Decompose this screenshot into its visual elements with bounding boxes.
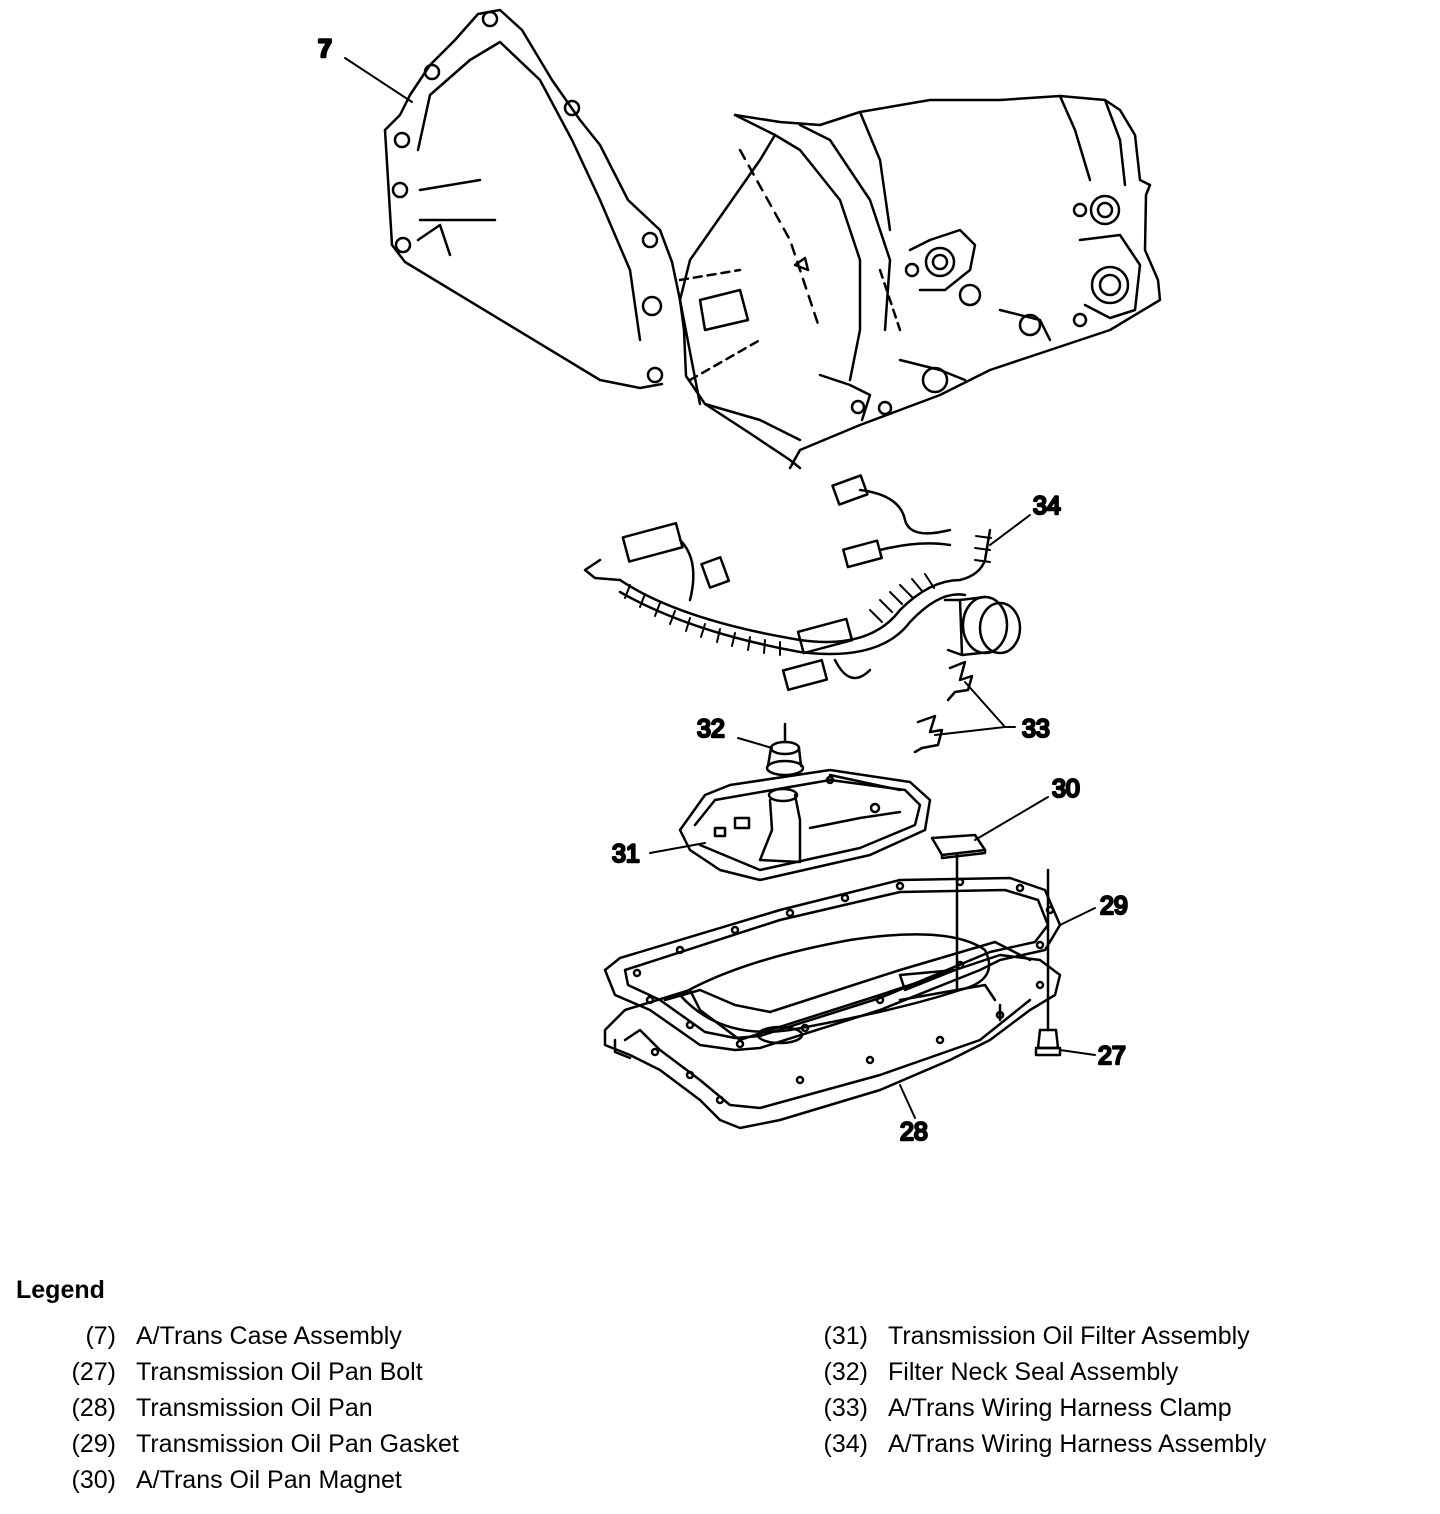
callout-28: 28 [900,1118,928,1146]
legend-item: (30) A/Trans Oil Pan Magnet [62,1466,459,1502]
legend-item-number: (33) [823,1394,868,1422]
oil-pan [603,933,1062,1130]
legend-item-label: A/Trans Case Assembly [136,1322,402,1350]
filter-neck-seal [765,722,805,777]
legend-column-right: (31) Transmission Oil Filter Assembly (32… [814,1322,1267,1466]
legend-item-label: Filter Neck Seal Assembly [888,1358,1179,1386]
legend-item-number: (27) [71,1358,116,1386]
harness-clamps [913,660,974,754]
callout-31: 31 [612,840,640,868]
legend-item-label: A/Trans Wiring Harness Assembly [888,1430,1267,1458]
legend-item: (32) Filter Neck Seal Assembly [814,1358,1266,1394]
legend-item-label: Transmission Oil Pan Bolt [136,1358,423,1386]
callout-30: 30 [1052,775,1080,803]
legend-item-number: (32) [823,1358,868,1386]
legend-title: Legend [16,1276,105,1304]
callout-33: 33 [1022,715,1050,743]
legend-item-label: Transmission Oil Filter Assembly [888,1322,1250,1350]
callout-34: 34 [1033,492,1061,520]
callout-29: 29 [1100,892,1128,920]
callout-32: 32 [697,715,725,743]
legend-item: (28) Transmission Oil Pan [62,1394,459,1430]
legend-item-label: A/Trans Oil Pan Magnet [136,1466,402,1494]
transmission-case [383,8,1162,470]
legend-item: (33) A/Trans Wiring Harness Clamp [814,1394,1266,1430]
leader-lines [344,57,1096,1119]
callout-27: 27 [1098,1042,1126,1070]
legend-item: (34) A/Trans Wiring Harness Assembly [814,1430,1267,1466]
legend-item: (7) A/Trans Case Assembly [62,1322,459,1358]
oil-filter [678,768,932,882]
exploded-parts-diagram: 7 34 32 33 30 31 29 27 28 [317,8,1162,1147]
legend-item: (31) Transmission Oil Filter Assembly [814,1322,1266,1358]
legend-item: (27) Transmission Oil Pan Bolt [62,1358,459,1394]
oil-pan-gasket [603,876,1062,1052]
legend-item-number: (31) [823,1322,868,1350]
legend-item: (29) Transmission Oil Pan Gasket [62,1430,459,1466]
legend-item-number: (7) [85,1322,116,1350]
legend-item-number: (28) [71,1394,116,1422]
callout-7: 7 [318,35,332,63]
legend-item-label: Transmission Oil Pan Gasket [136,1430,459,1458]
legend-item-label: Transmission Oil Pan [136,1394,373,1422]
legend: Legend (7) A/Trans Case Assembly (27) Tran… [0,1270,1440,1514]
legend-column-left: (7) A/Trans Case Assembly (27) Transmissio… [62,1322,459,1502]
wiring-harness [583,474,1022,692]
legend-item-label: A/Trans Wiring Harness Clamp [888,1394,1232,1422]
legend-item-number: (29) [71,1430,116,1458]
oil-pan-bolt [1034,868,1062,1057]
legend-item-number: (30) [71,1466,116,1494]
legend-item-number: (34) [823,1430,868,1458]
